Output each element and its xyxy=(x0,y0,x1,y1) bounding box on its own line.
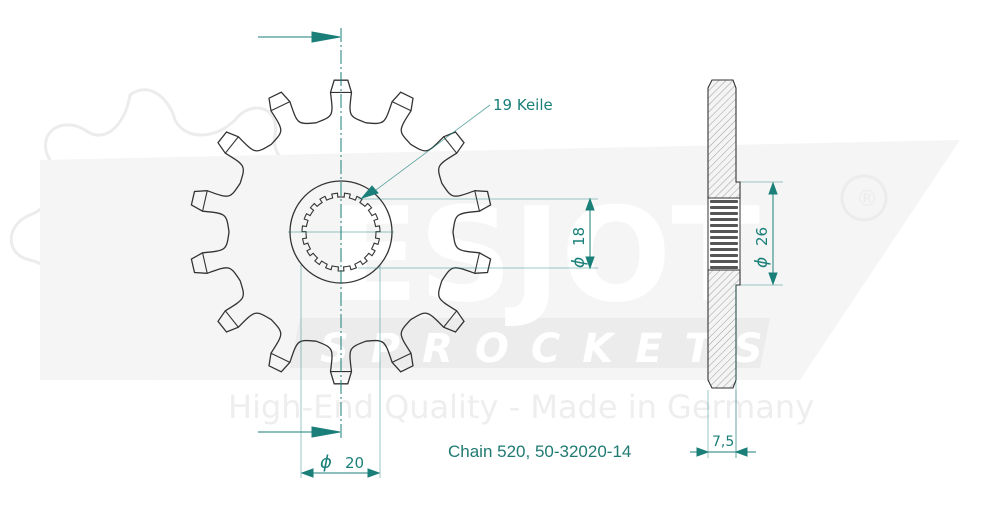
watermark-tagline: High-End Quality - Made in Germany xyxy=(228,388,814,426)
tooth-chamfer xyxy=(443,136,458,154)
tooth-chamfer xyxy=(202,190,208,212)
tooth-chamfer xyxy=(224,310,239,328)
spline-bore xyxy=(301,192,381,272)
arrow-right-icon xyxy=(311,31,341,43)
tooth-chamfer xyxy=(474,252,480,274)
side-upper-section xyxy=(707,79,741,199)
tooth-chamfer xyxy=(270,352,291,363)
arrow-left-icon xyxy=(734,447,748,457)
arrow-up-icon xyxy=(768,181,778,195)
arrow-right-icon xyxy=(311,426,341,438)
sprocket-front-view xyxy=(190,28,492,440)
side-spline-section xyxy=(708,198,740,270)
dimensions xyxy=(258,31,783,478)
arrow-right-icon xyxy=(696,447,710,457)
tooth-chamfer xyxy=(202,252,208,274)
tooth-chamfer xyxy=(391,352,412,363)
thickness-value: 7,5 xyxy=(712,434,734,450)
tooth-chamfer xyxy=(224,136,239,154)
watermark-brand: ESJOT xyxy=(330,179,760,331)
bore-diameter-symbol: ϕ xyxy=(569,257,589,268)
tooth-chamfer xyxy=(443,310,458,328)
tooth-tips xyxy=(202,91,480,373)
watermark-logo: ESJOT ® SPROCKETS High-End Quality - Mad… xyxy=(9,88,960,426)
flange-diameter-symbol: ϕ xyxy=(752,257,772,268)
leader-arrow-icon xyxy=(360,185,379,199)
bore-diameter-value: 18 xyxy=(570,227,588,246)
sprocket-side-view xyxy=(707,79,741,458)
tooth-chamfer xyxy=(270,101,291,112)
hub-diameter-value: 20 xyxy=(345,454,364,472)
hub-diameter-symbol: ϕ xyxy=(320,452,332,473)
spline-label: 19 Keile xyxy=(493,96,553,114)
arrow-left-icon xyxy=(300,468,314,478)
flange-diameter-value: 26 xyxy=(753,227,771,246)
arrow-right-icon xyxy=(367,468,381,478)
spline-leader-line xyxy=(371,104,491,194)
arrow-down-icon xyxy=(585,256,595,270)
tooth-chamfer xyxy=(391,101,412,112)
arrow-down-icon xyxy=(768,272,778,286)
svg-text:®: ® xyxy=(856,187,878,212)
sprocket-teeth-outline xyxy=(190,79,492,385)
chain-caption: Chain 520, 50-32020-14 xyxy=(448,442,632,461)
arrow-up-icon xyxy=(585,197,595,211)
side-lower-section xyxy=(707,269,741,389)
watermark-registered-icon xyxy=(840,174,888,222)
tooth-chamfer xyxy=(474,190,480,212)
